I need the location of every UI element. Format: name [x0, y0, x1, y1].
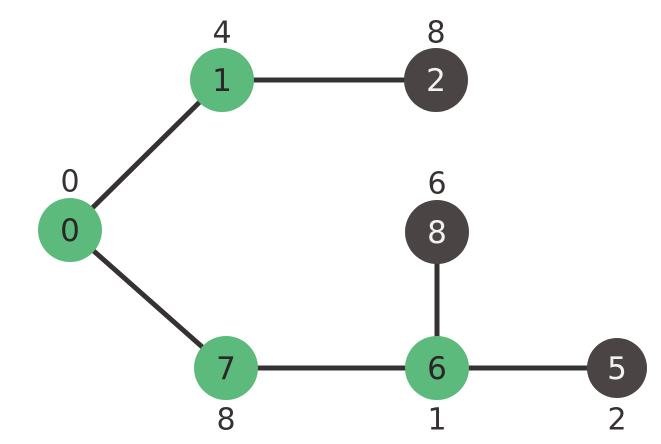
node-inner-label: 1 — [212, 63, 232, 99]
graph-node[interactable] — [194, 336, 258, 400]
node-inner-label: 6 — [427, 351, 447, 387]
graph-node[interactable] — [405, 336, 469, 400]
edge-layer — [68, 77, 617, 371]
node-inner-label: 0 — [60, 213, 80, 249]
node-outer-label: 2 — [607, 403, 626, 438]
node-inner-label: 8 — [427, 215, 447, 251]
node-outer-label: 8 — [216, 403, 235, 438]
graph-node[interactable] — [190, 48, 254, 112]
graph-node[interactable] — [404, 48, 468, 112]
graph-edge — [68, 228, 228, 370]
node-outer-label: 6 — [427, 167, 446, 202]
node-outer-label: 8 — [426, 16, 445, 51]
graph-node[interactable] — [38, 198, 102, 262]
node-layer: 1 2 0 8 7 6 5 — [38, 48, 647, 400]
node-outer-label: 0 — [60, 165, 79, 200]
node-outer-label: 4 — [212, 16, 231, 51]
graph-edge — [68, 78, 224, 232]
graph-node[interactable] — [405, 200, 469, 264]
node-inner-label: 2 — [426, 63, 446, 99]
node-inner-label: 7 — [216, 351, 236, 387]
node-outer-label: 1 — [427, 403, 446, 438]
graph-node[interactable] — [587, 338, 647, 398]
outer-label-layer: 4 8 0 6 8 1 2 — [60, 16, 626, 438]
node-inner-label: 5 — [607, 351, 627, 387]
